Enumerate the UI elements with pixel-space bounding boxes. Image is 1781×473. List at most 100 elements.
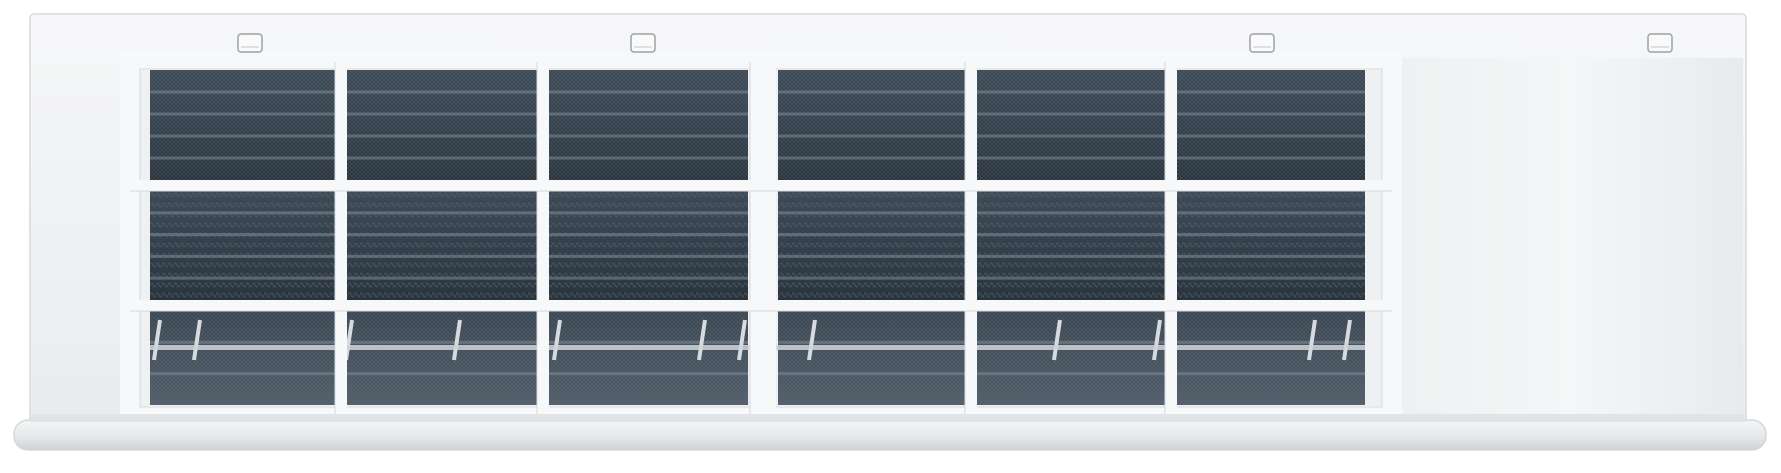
coil-texture xyxy=(347,311,537,405)
coil-texture xyxy=(549,311,748,405)
coil-tube xyxy=(150,254,335,258)
filter-clip xyxy=(1647,33,1673,53)
coil-tube xyxy=(977,233,1165,237)
coil-tube xyxy=(347,340,537,344)
coil-tube xyxy=(150,90,335,94)
louver-strut xyxy=(1052,319,1062,361)
filter-divider-vertical xyxy=(750,62,776,414)
coil-texture xyxy=(549,70,748,180)
coil-tube xyxy=(977,372,1165,376)
coil-texture xyxy=(347,70,537,180)
coil-tube xyxy=(150,211,335,215)
louver-strut xyxy=(152,319,162,361)
coil-tube xyxy=(778,134,965,138)
filter-divider-horizontal xyxy=(130,300,1392,311)
filter-clip xyxy=(237,33,263,53)
filter-divider-vertical xyxy=(335,62,347,414)
coil-texture xyxy=(977,191,1165,300)
coil-tube xyxy=(347,276,537,280)
coil-texture xyxy=(1177,191,1365,300)
coil-tube xyxy=(778,156,965,160)
coil-tube xyxy=(1177,276,1365,280)
right-panel xyxy=(1395,58,1743,418)
coil-tube xyxy=(1177,254,1365,258)
coil-texture xyxy=(549,191,748,300)
coil-tube xyxy=(1177,134,1365,138)
coil-tube xyxy=(778,372,965,376)
coil-tube xyxy=(977,156,1165,160)
coil-tube xyxy=(347,372,537,376)
coil-tube xyxy=(347,211,537,215)
coil-tube xyxy=(347,134,537,138)
coil-tube xyxy=(549,233,748,237)
coil-texture xyxy=(150,70,335,180)
filter-divider-vertical xyxy=(537,62,549,414)
coil-tube xyxy=(347,112,537,116)
louver-strut xyxy=(452,319,462,361)
coil-tube xyxy=(1177,90,1365,94)
coil-tube xyxy=(150,233,335,237)
coil-tube xyxy=(1177,156,1365,160)
coil-tube xyxy=(778,112,965,116)
louver-strut xyxy=(192,319,202,361)
bottom-edge xyxy=(30,414,1746,422)
coil-tube xyxy=(778,340,965,344)
coil-tube xyxy=(977,134,1165,138)
coil-tube xyxy=(347,156,537,160)
louver-strut xyxy=(1152,319,1162,361)
coil-tube xyxy=(150,372,335,376)
coil-tube xyxy=(549,340,748,344)
coil-tube xyxy=(150,134,335,138)
coil-tube xyxy=(347,254,537,258)
coil-tube xyxy=(347,90,537,94)
louver-strut xyxy=(552,319,562,361)
coil-tube xyxy=(150,156,335,160)
coil-tube xyxy=(778,254,965,258)
clip-layer xyxy=(237,33,1673,53)
coil-tube xyxy=(1177,340,1365,344)
louver-strut xyxy=(697,319,707,361)
louver-strut xyxy=(807,319,817,361)
coil-tube xyxy=(1177,112,1365,116)
filter-clip xyxy=(1249,33,1275,53)
coil-tube xyxy=(977,340,1165,344)
filter-divider-vertical xyxy=(1165,62,1177,414)
coil-tube xyxy=(1177,211,1365,215)
coil-texture xyxy=(778,191,965,300)
louver-strut xyxy=(737,319,747,361)
coil-texture xyxy=(778,70,965,180)
coil-tube xyxy=(347,233,537,237)
coil-tube xyxy=(549,112,748,116)
filter-divider-vertical xyxy=(965,62,977,414)
coil-texture xyxy=(1177,311,1365,405)
filter-divider-horizontal xyxy=(130,180,1392,191)
coil-tube xyxy=(150,112,335,116)
coil-tube xyxy=(977,112,1165,116)
bottom-tray xyxy=(13,419,1767,451)
coil-texture xyxy=(150,191,335,300)
coil-texture xyxy=(347,191,537,300)
coil-texture xyxy=(778,311,965,405)
coil-tube xyxy=(549,156,748,160)
coil-tube xyxy=(778,211,965,215)
coil-tube xyxy=(977,276,1165,280)
coil-tube xyxy=(778,90,965,94)
louver-strut xyxy=(1342,319,1352,361)
coil-tube xyxy=(549,276,748,280)
coil-texture xyxy=(977,311,1165,405)
coil-tube xyxy=(549,134,748,138)
coil-texture xyxy=(1177,70,1365,180)
coil-tube xyxy=(778,233,965,237)
coil-tube xyxy=(549,211,748,215)
coil-layer xyxy=(150,70,1365,405)
coil-tube xyxy=(549,254,748,258)
coil-texture xyxy=(977,70,1165,180)
coil-tube xyxy=(150,276,335,280)
coil-tube xyxy=(977,254,1165,258)
louver-strut xyxy=(1307,319,1317,361)
coil-tube xyxy=(150,340,335,344)
coil-tube xyxy=(778,276,965,280)
coil-tube xyxy=(977,90,1165,94)
